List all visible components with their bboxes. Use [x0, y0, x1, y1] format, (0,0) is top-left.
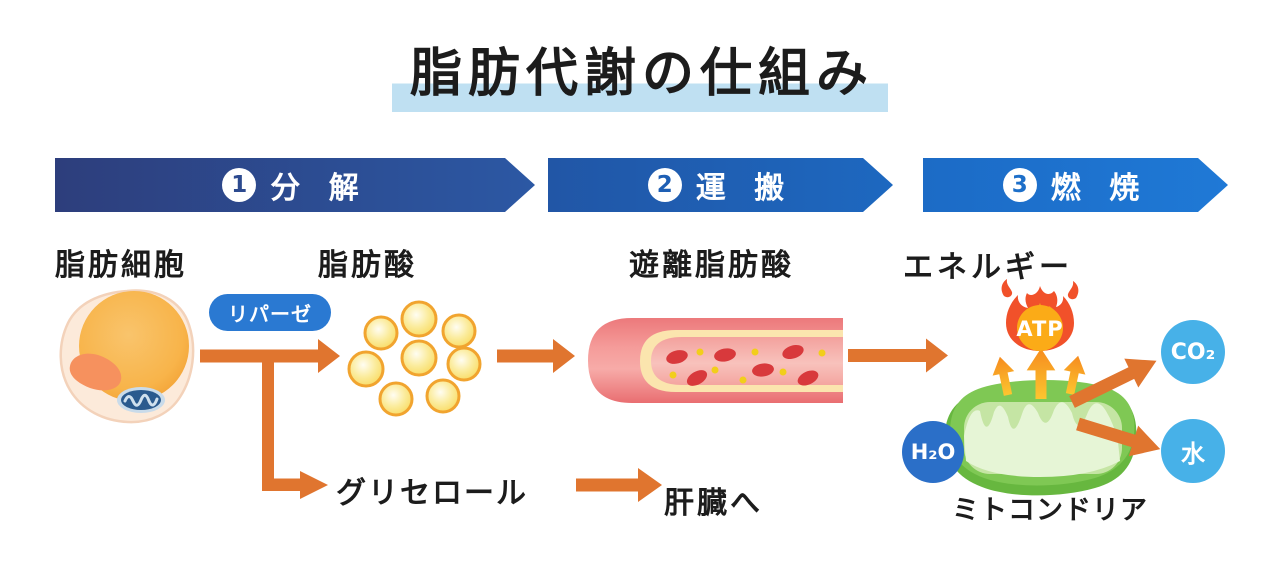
- label-fat-cell: 脂肪細胞: [55, 248, 187, 283]
- arrow-glycerol-to-liver: [576, 468, 662, 502]
- water-bubble: 水: [1161, 419, 1225, 483]
- arrow-vessel-to-burn: [848, 338, 948, 373]
- co2-bubble: CO₂: [1161, 320, 1225, 384]
- fatty-acid-droplets: [347, 300, 482, 417]
- blood-vessel-illustration: [588, 318, 843, 403]
- free-fatty-acid-dots: [669, 348, 826, 384]
- step-banner-burn: 3 燃 焼: [923, 158, 1228, 212]
- red-blood-cells: [666, 344, 819, 386]
- flame-atp-icon: ATP: [1001, 279, 1079, 351]
- label-glycerol: グリセロール: [336, 476, 528, 511]
- label-to-liver: 肝臓へ: [664, 486, 763, 521]
- h2o-bubble: H₂O: [902, 421, 964, 483]
- step-number-3: 3: [1003, 168, 1037, 202]
- step-number-1: 1: [222, 168, 256, 202]
- title-highlight: 脂肪代謝の仕組み: [391, 45, 888, 113]
- step-banner-breakdown: 1 分 解: [55, 158, 535, 212]
- lipase-badge: リパーゼ: [209, 294, 331, 331]
- step-banner-transport: 2 運 搬: [548, 158, 893, 212]
- step-number-2: 2: [648, 168, 682, 202]
- atp-label: ATP: [1016, 317, 1063, 341]
- arrow-to-co2: [1069, 358, 1157, 408]
- step-label-breakdown: 分 解: [270, 171, 368, 206]
- step-label-transport: 運 搬: [695, 171, 794, 206]
- label-mitochondria: ミトコンドリア: [952, 495, 1148, 526]
- arrow-up-energy: [992, 348, 1086, 399]
- label-free-fatty-acid: 遊離脂肪酸: [629, 248, 794, 283]
- fat-cell-illustration: [59, 289, 195, 424]
- step-label-burn: 燃 焼: [1050, 171, 1149, 206]
- page-title: 脂肪代謝の仕組み: [0, 45, 1280, 113]
- label-energy: エネルギー: [903, 250, 1073, 285]
- label-fatty-acid: 脂肪酸: [318, 248, 417, 283]
- arrow-fattyacid-to-vessel: [497, 339, 575, 373]
- arrow-to-water: [1076, 417, 1161, 457]
- arrow-branch-to-glycerol: [262, 356, 328, 499]
